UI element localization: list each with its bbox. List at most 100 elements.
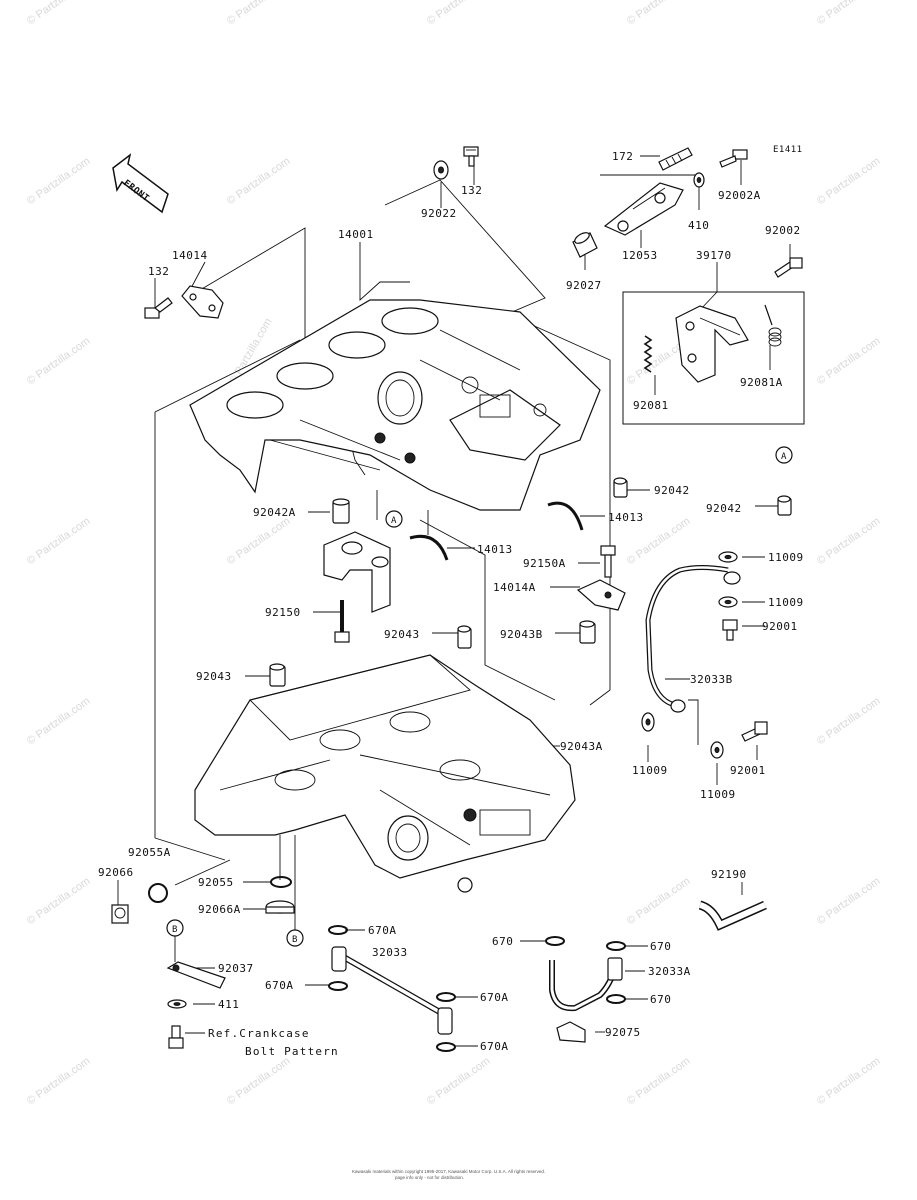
watermark: © Partzilla.com <box>25 335 93 387</box>
part-label-670a: 670A <box>480 1040 509 1053</box>
part-label-92001: 92001 <box>730 764 766 777</box>
watermark: © Partzilla.com <box>815 515 883 567</box>
part-label-670a: 670A <box>368 924 397 937</box>
watermark: © Partzilla.com <box>815 0 883 27</box>
oring-92055 <box>270 876 292 888</box>
part-label-39170: 39170 <box>696 249 732 262</box>
bolt-92001-2 <box>741 721 768 742</box>
spring-92081A <box>764 304 782 347</box>
part-labels: 172 132 92002A 92022 410 12053 92027 391… <box>98 150 804 1053</box>
copyright-footer-line2: page info only - not for distribution. <box>395 1175 464 1180</box>
washer-411 <box>167 999 187 1009</box>
watermark: © Partzilla.com <box>625 1055 693 1107</box>
plug-92066 <box>111 904 129 924</box>
dowel-92027 <box>572 232 598 258</box>
watermark: © Partzilla.com <box>25 875 93 927</box>
front-arrow-icon: FRONT <box>112 153 169 214</box>
oring-92055A <box>148 883 168 903</box>
oil-pipe-32033A <box>549 957 623 1012</box>
clamp-92075 <box>556 1021 586 1043</box>
washer-11009-3 <box>641 712 655 732</box>
watermark: © Partzilla.com <box>225 155 293 207</box>
leader-lines <box>117 155 805 1047</box>
watermark: © Partzilla.com <box>25 1055 93 1107</box>
part-label-92190: 92190 <box>711 868 747 881</box>
part-label-132: 132 <box>148 265 169 278</box>
bolt-92002 <box>774 257 803 278</box>
dowel-92042-right <box>613 477 628 498</box>
part-label-92150a: 92150A <box>523 557 566 570</box>
part-label-670a: 670A <box>480 991 509 1004</box>
part-label-32033: 32033 <box>372 946 408 959</box>
part-label-92081a: 92081A <box>740 376 783 389</box>
watermark: © Partzilla.com <box>815 695 883 747</box>
part-label-11009: 11009 <box>768 551 804 564</box>
watermark: © Partzilla.com <box>25 0 93 27</box>
watermark: © Partzilla.com <box>225 0 293 27</box>
oil-pipe-32033B <box>645 565 741 713</box>
part-label-14001: 14001 <box>338 228 374 241</box>
plate-92037 <box>166 961 226 989</box>
part-label-32033a: 32033A <box>648 965 691 978</box>
callout-a-top: A <box>775 446 793 464</box>
part-label-92066: 92066 <box>98 866 134 879</box>
bolt-92150A <box>600 545 616 578</box>
part-label-12053: 12053 <box>622 249 658 262</box>
part-label-670: 670 <box>492 935 513 948</box>
part-label-92043: 92043 <box>196 670 232 683</box>
part-label-172: 172 <box>612 150 633 163</box>
part-label-14014a: 14014A <box>493 581 536 594</box>
bolt-ref-crankcase <box>168 1025 184 1049</box>
reference-note-line1: Ref.Crankcase <box>208 1027 310 1040</box>
part-label-92002: 92002 <box>765 224 801 237</box>
dowel-92042A <box>332 498 350 524</box>
callout-a-label: A <box>781 452 787 462</box>
bolt-92002A <box>719 149 748 168</box>
part-label-92043a: 92043A <box>560 740 603 753</box>
washer-11009-2 <box>718 596 738 608</box>
bolt-92150 <box>334 600 350 643</box>
washer-410 <box>693 172 705 188</box>
watermark: © Partzilla.com <box>225 515 293 567</box>
part-label-11009: 11009 <box>700 788 736 801</box>
part-label-92150: 92150 <box>265 606 301 619</box>
watermark: © Partzilla.com <box>815 1055 883 1107</box>
dowel-92043-left <box>269 663 286 687</box>
watermark: © Partzilla.com <box>425 1055 493 1107</box>
part-label-92055: 92055 <box>198 876 234 889</box>
callout-a-mid: A <box>385 510 403 528</box>
tensioner-39170 <box>675 305 749 383</box>
washer-11009-4 <box>710 741 724 759</box>
part-label-11009: 11009 <box>632 764 668 777</box>
watermark-layer: © Partzilla.com © Partzilla.com © Partzi… <box>25 0 883 1107</box>
part-label-14013: 14013 <box>608 511 644 524</box>
plate-14014 <box>181 285 224 319</box>
watermark: © Partzilla.com <box>25 155 93 207</box>
dowel-92042-a <box>777 495 792 516</box>
bolt-132-left <box>144 297 173 319</box>
part-label-670: 670 <box>650 993 671 1006</box>
copyright-footer-line1: Kawasaki materials within copyright 1995… <box>352 1169 545 1174</box>
part-label-14014: 14014 <box>172 249 208 262</box>
part-label-92043: 92043 <box>384 628 420 641</box>
part-label-411: 411 <box>218 998 239 1011</box>
part-label-670: 670 <box>650 940 671 953</box>
oil-pipe-32033 <box>331 946 453 1035</box>
thrust-washer-14013-left <box>409 534 449 561</box>
watermark: © Partzilla.com <box>815 335 883 387</box>
upper-crankcase-14001 <box>189 299 601 511</box>
watermark: © Partzilla.com <box>25 695 93 747</box>
part-label-92043b: 92043B <box>500 628 543 641</box>
part-label-32033b: 32033B <box>690 673 733 686</box>
part-label-410: 410 <box>688 219 709 232</box>
watermark: © Partzilla.com <box>625 875 693 927</box>
watermark: © Partzilla.com <box>815 155 883 207</box>
callout-b-label: B <box>292 935 298 945</box>
dowel-92043B <box>579 620 596 644</box>
pipe-92190 <box>698 900 767 931</box>
guide-12053 <box>603 182 684 236</box>
part-label-670a: 670A <box>265 979 294 992</box>
stud-172 <box>658 147 693 171</box>
part-label-92002a: 92002A <box>718 189 761 202</box>
